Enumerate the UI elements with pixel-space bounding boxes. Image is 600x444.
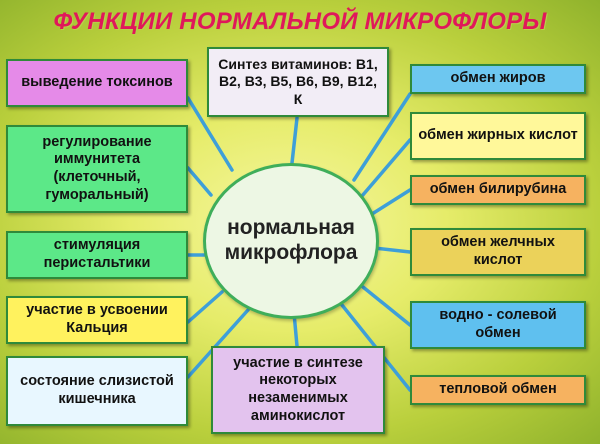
page-title: ФУНКЦИИ НОРМАЛЬНОЙ МИКРОФЛОРЫ (53, 8, 547, 35)
box-fatty-acids: обмен жирных кислот (410, 112, 586, 160)
box-calcium: участие в усвоении Кальция (6, 296, 188, 344)
connector-water-salt (361, 285, 412, 327)
connector-immunity (186, 166, 213, 197)
box-heat: тепловой обмен (410, 375, 586, 405)
box-water-salt: водно - солевой обмен (410, 301, 586, 349)
connector-mucosa (186, 308, 250, 379)
box-toxins: выведение токсинов (6, 59, 188, 107)
connector-bilirubin (370, 188, 412, 216)
central-node: нормальная микрофлора (203, 163, 379, 319)
box-mucosa: состояние слизистой кишечника (6, 356, 188, 426)
box-bile-acids: обмен желчных кислот (410, 228, 586, 276)
box-bilirubin: обмен билирубина (410, 175, 586, 205)
box-amino-acids: участие в синтезе некоторых незаменимых … (211, 346, 385, 434)
box-fat: обмен жиров (410, 64, 586, 94)
connector-toxins (186, 96, 234, 172)
box-peristalsis: стимуляция перистальтики (6, 231, 188, 279)
box-immunity: регулирование иммунитета (клеточный, гум… (6, 125, 188, 213)
connector-calcium (186, 290, 224, 324)
connector-fatty-acids (360, 138, 412, 198)
connector-fat (352, 92, 412, 182)
central-node-label: нормальная микрофлора (224, 216, 358, 264)
box-vitamins: Синтез витаминов: В1, В2, В3, В5, В6, В9… (207, 47, 389, 117)
connector-vitamins (290, 116, 299, 165)
connector-bile-acids (372, 246, 412, 254)
